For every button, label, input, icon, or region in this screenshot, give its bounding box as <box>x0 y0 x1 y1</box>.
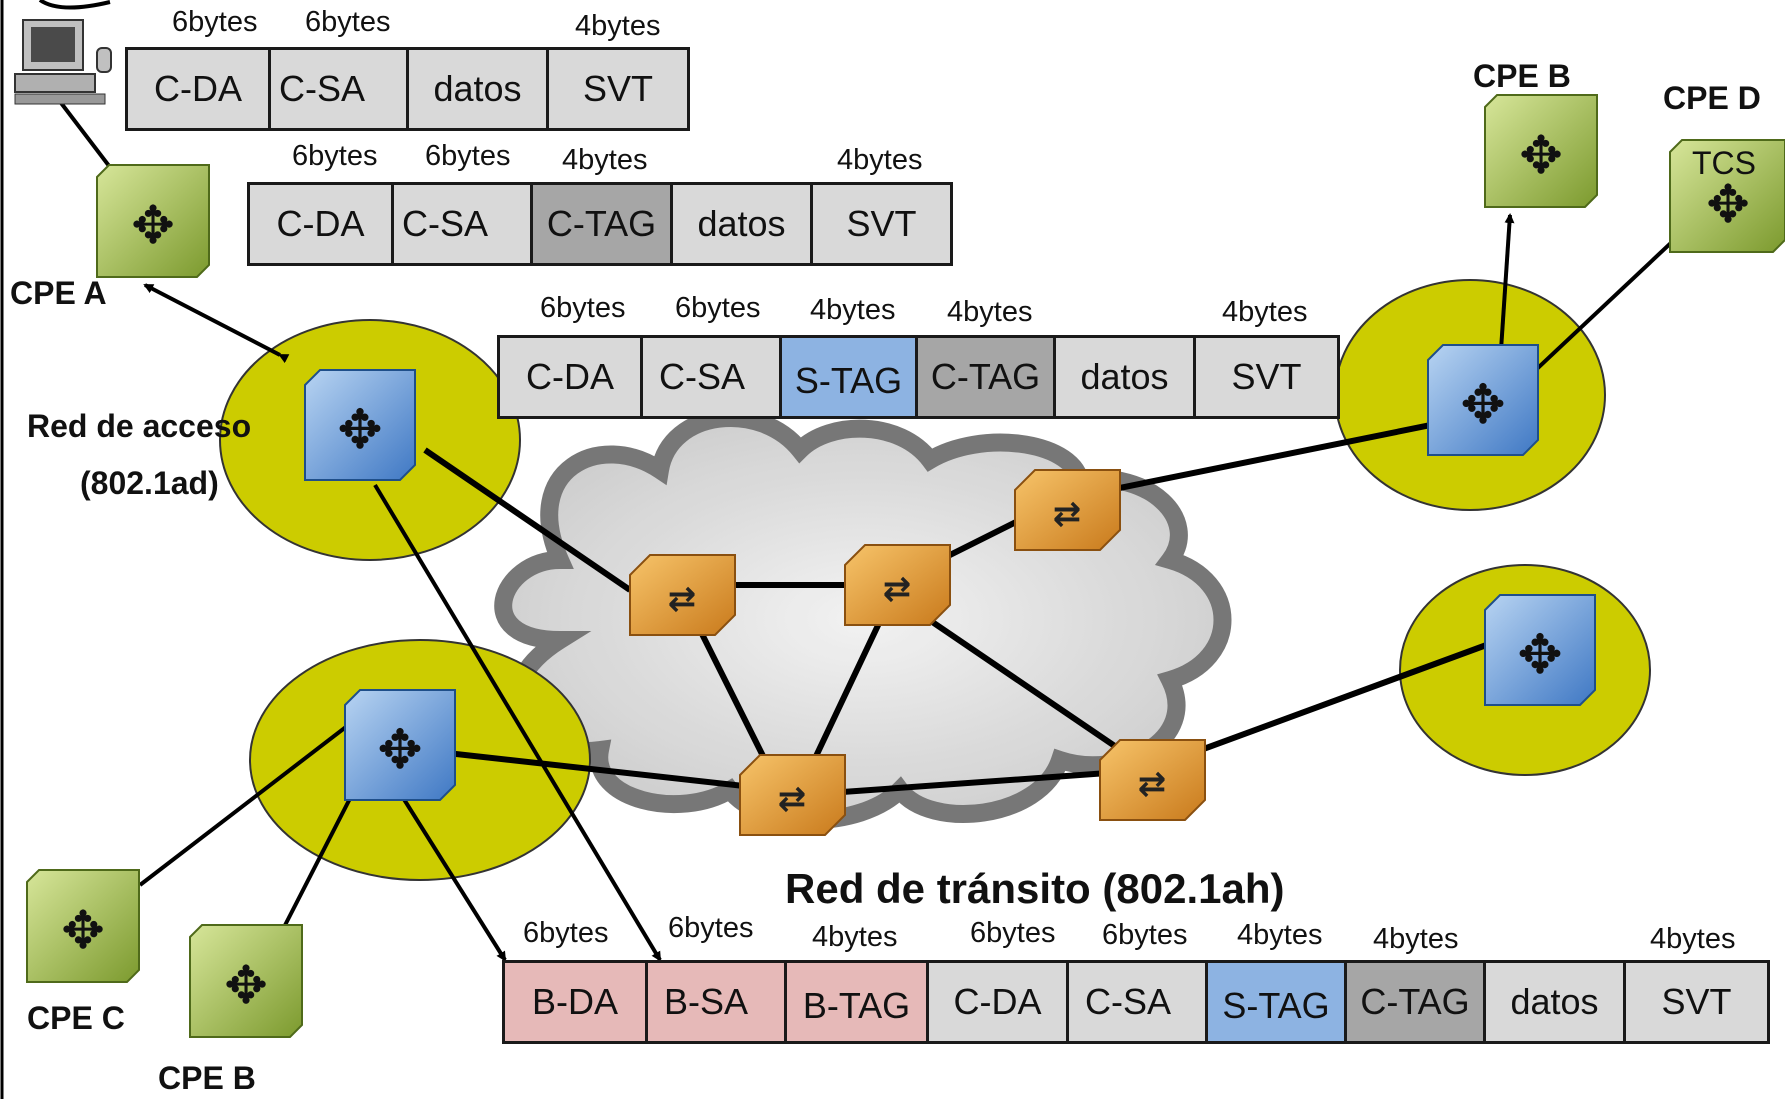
bytes-label: 4bytes <box>812 921 898 953</box>
field-c-sa: C-SA <box>1069 963 1208 1041</box>
bytes-label: 6bytes <box>1102 919 1188 951</box>
computer-icon <box>14 19 112 105</box>
cpe-a-label: CPE A <box>10 275 107 311</box>
field-c-sa: C-SA <box>394 185 533 263</box>
field-svt: SVT <box>1231 356 1302 397</box>
access-network-standard-label: (802.1ad) <box>80 465 219 501</box>
bytes-label: 4bytes <box>562 144 648 176</box>
bytes-label: 6bytes <box>292 140 378 172</box>
svg-text:⇄: ⇄ <box>668 579 697 619</box>
core-switch: ⇄ <box>844 544 951 626</box>
field-b-tag: B-TAG <box>787 963 929 1041</box>
cpe-c-switch: ✥ <box>26 869 140 983</box>
field-datos: datos <box>409 50 549 128</box>
frame-802-1q: C-DA C-SA C-TAG datos SVT <box>247 182 953 266</box>
bytes-label: 6bytes <box>970 917 1056 949</box>
field-c-tag: C-TAG <box>918 338 1056 416</box>
cpe-d-switch: ✥ <box>1669 139 1785 253</box>
core-switch: ⇄ <box>1014 469 1121 551</box>
bytes-label: 6bytes <box>675 292 761 324</box>
svg-text:✥: ✥ <box>377 718 422 781</box>
cpe-c-label: CPE C <box>27 1000 125 1036</box>
field-c-sa: C-SA <box>643 338 782 416</box>
cpe-b-bottom-label: CPE B <box>158 1060 256 1096</box>
field-s-tag: S-TAG <box>782 338 918 416</box>
field-c-tag: C-TAG <box>1347 963 1486 1041</box>
frame-ethernet-basic: C-DA C-SA datos SVT <box>125 47 690 131</box>
field-c-da: C-DA <box>500 338 643 416</box>
field-svt: SVT <box>846 203 917 244</box>
edge-switch: ✥ <box>304 369 416 481</box>
core-switch: ⇄ <box>739 754 846 836</box>
edge-switch: ✥ <box>1484 594 1596 706</box>
svg-text:⇄: ⇄ <box>778 779 807 819</box>
bytes-label: 4bytes <box>837 144 923 176</box>
bytes-label: 4bytes <box>1237 919 1323 951</box>
field-datos: datos <box>673 185 813 263</box>
svg-text:✥: ✥ <box>131 196 175 256</box>
field-svt: SVT <box>1661 981 1732 1022</box>
bytes-label: 6bytes <box>305 6 391 38</box>
network-links <box>419 407 1506 798</box>
svg-text:✥: ✥ <box>61 901 105 961</box>
svg-text:⇄: ⇄ <box>1138 764 1167 804</box>
svg-text:⇄: ⇄ <box>883 569 912 609</box>
field-c-da: C-DA <box>929 963 1069 1041</box>
field-datos: datos <box>1056 338 1196 416</box>
svg-text:✥: ✥ <box>224 956 268 1016</box>
panel-corner-arc <box>38 0 111 10</box>
access-network-label: Red de acceso <box>27 408 252 444</box>
bytes-label: 4bytes <box>1650 923 1736 955</box>
svg-text:✥: ✥ <box>337 398 382 461</box>
cpe-b-top-switch: ✥ <box>1484 94 1598 208</box>
field-c-da: C-DA <box>250 185 394 263</box>
svg-text:✥: ✥ <box>1460 373 1505 436</box>
bytes-label: 4bytes <box>1222 296 1308 328</box>
cpe-a-switch: ✥ <box>96 164 210 278</box>
core-switch: ⇄ <box>1099 739 1206 821</box>
edge-switch: ✥ <box>1427 344 1539 456</box>
bytes-label: 6bytes <box>668 912 754 944</box>
svg-text:✥: ✥ <box>1706 175 1750 235</box>
svg-text:✥: ✥ <box>1519 126 1563 186</box>
cpe-d-label: CPE D <box>1663 80 1761 116</box>
bytes-label: 4bytes <box>575 10 661 42</box>
bytes-label: 4bytes <box>810 294 896 326</box>
field-c-tag: C-TAG <box>533 185 673 263</box>
cpe-b-top-label: CPE B <box>1473 58 1571 94</box>
field-s-tag: S-TAG <box>1208 963 1347 1041</box>
svg-text:⇄: ⇄ <box>1053 494 1082 534</box>
edge-switch: ✥ <box>344 689 456 801</box>
field-c-sa: C-SA <box>271 50 409 128</box>
field-datos: datos <box>1486 963 1626 1041</box>
frame-802-1ah: B-DA B-SA B-TAG C-DA C-SA S-TAG C-TAG da… <box>502 960 1770 1044</box>
bytes-label: 6bytes <box>540 292 626 324</box>
field-b-sa: B-SA <box>648 963 787 1041</box>
bytes-label: 6bytes <box>172 6 258 38</box>
core-switch: ⇄ <box>629 554 736 636</box>
tcs-label: TCS <box>1692 145 1756 181</box>
bytes-label: 4bytes <box>1373 923 1459 955</box>
bytes-label: 6bytes <box>425 140 511 172</box>
bytes-label: 4bytes <box>947 296 1033 328</box>
frame-802-1ad: C-DA C-SA S-TAG C-TAG datos SVT <box>497 335 1340 419</box>
bytes-label: 6bytes <box>523 917 609 949</box>
field-c-da: C-DA <box>128 50 271 128</box>
transit-network-label: Red de tránsito (802.1ah) <box>785 865 1285 912</box>
svg-text:✥: ✥ <box>1517 623 1562 686</box>
field-b-da: B-DA <box>505 963 648 1041</box>
field-svt: SVT <box>582 68 653 109</box>
cpe-b-bottom-switch: ✥ <box>189 924 303 1038</box>
